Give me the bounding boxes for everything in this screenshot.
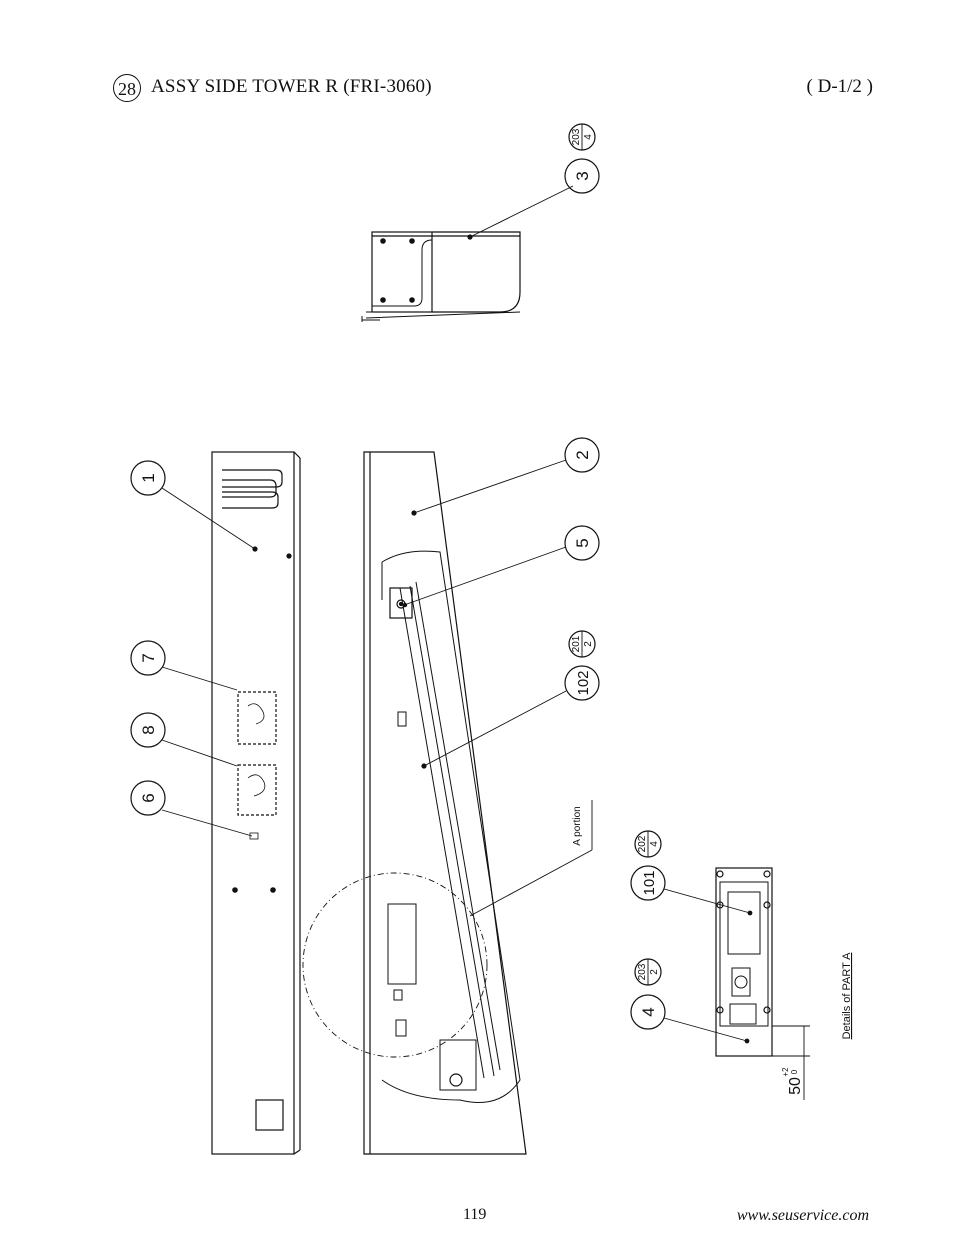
callout-1 [130, 460, 166, 496]
panel-cutout [255, 1099, 284, 1131]
side-panel-2 [302, 451, 593, 1155]
detail-outline [715, 867, 773, 1057]
callout-3-label: 3 [573, 171, 592, 180]
vent-slot [222, 469, 283, 488]
drawing-annotations: A portion Details of PART A 50 +2 0 [572, 806, 853, 1095]
fastener-203-2-top: 203 [637, 963, 648, 980]
fastener-203-4-top: 203 [571, 128, 582, 145]
page-header: 28 ASSY SIDE TOWER R (FRI-3060) ( D-1/2 … [113, 74, 873, 104]
callout-2-label: 2 [573, 450, 592, 459]
callout-101-label: 101 [641, 870, 658, 895]
leader-3 [469, 185, 574, 238]
dimension-tol-plus: +2 [781, 1067, 790, 1077]
a-portion-label: A portion [572, 806, 583, 845]
top-bracket-view [361, 185, 574, 322]
sheet-code: ( D-1/2 ) [806, 76, 873, 97]
callout-4-label: 4 [639, 1007, 658, 1016]
bracket-plate [371, 231, 433, 313]
callout-6-label: 6 [139, 793, 158, 802]
callout-102 [564, 665, 600, 701]
dimension-tol-minus: 0 [790, 1069, 799, 1074]
callout-1-label: 1 [139, 473, 158, 482]
fastener-203-4-bottom: 4 [583, 134, 594, 140]
page-title: ASSY SIDE TOWER R (FRI-3060) [151, 76, 432, 97]
callout-7-label: 7 [139, 653, 158, 662]
callout-circles [130, 123, 666, 1030]
callout-7 [130, 640, 166, 676]
panel-outline [211, 451, 295, 1155]
footer-website: www.seuservice.com [736, 1207, 869, 1224]
bracket-body [432, 231, 521, 313]
callout-4 [630, 994, 666, 1030]
fastener-labels: 203 4 201 2 202 4 203 2 [571, 128, 660, 980]
fastener-202-4-top: 202 [637, 835, 648, 852]
page-number: 119 [463, 1206, 487, 1223]
callout-5-label: 5 [573, 538, 592, 547]
fastener-202-4-bottom: 4 [649, 841, 660, 847]
panel-outline [363, 451, 527, 1155]
detail-part-a [663, 867, 810, 1100]
detail-circle-a [302, 872, 488, 1058]
callout-5 [564, 525, 600, 561]
label-sticker-8 [237, 764, 277, 816]
section-number-badge: 28 [113, 74, 141, 102]
callout-102-label: 102 [575, 670, 592, 695]
callout-8 [130, 712, 166, 748]
callout-101 [630, 865, 666, 901]
callout-8-label: 8 [139, 725, 158, 734]
callout-6 [130, 780, 166, 816]
dimension-value: 50 [787, 1077, 804, 1095]
callout-3 [564, 158, 600, 194]
fastener-201-2-top: 201 [571, 635, 582, 652]
label-sticker-7 [237, 691, 277, 745]
bracket-5 [389, 587, 413, 619]
callout-2 [564, 437, 600, 473]
fastener-201-2-bottom: 2 [583, 641, 594, 647]
fastener-203-2-bottom: 2 [649, 969, 660, 975]
details-part-a-label: Details of PART A [841, 952, 853, 1039]
callout-labels: 1 7 8 6 2 5 102 3 101 4 [139, 171, 658, 1016]
side-panel-1 [161, 451, 301, 1155]
